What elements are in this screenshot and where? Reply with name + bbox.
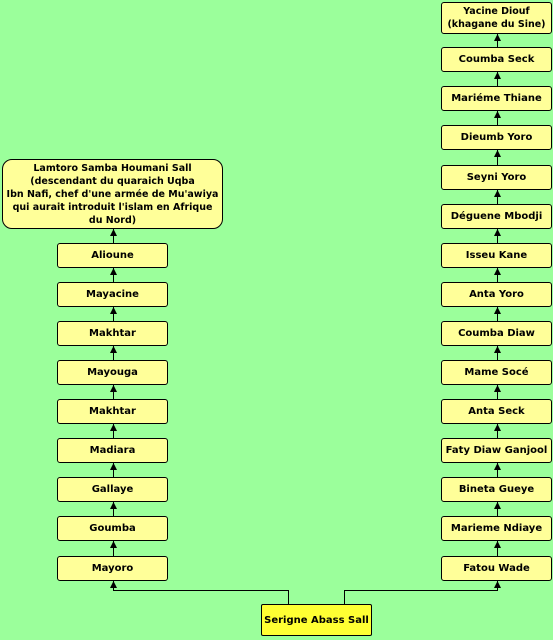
arrowhead: [110, 541, 117, 548]
arrowhead: [110, 268, 117, 275]
right-node[interactable]: Marieme Ndiaye: [441, 516, 552, 541]
left-node[interactable]: Mayoro: [57, 556, 168, 581]
right-node[interactable]: Mame Socé: [441, 360, 552, 385]
left-node[interactable]: Goumba: [57, 516, 168, 541]
left-node[interactable]: Alioune: [57, 243, 168, 268]
right-node[interactable]: Anta Seck: [441, 399, 552, 424]
left-node[interactable]: Gallaye: [57, 477, 168, 502]
arrowhead: [110, 581, 117, 588]
right-node[interactable]: Coumba Seck: [441, 47, 552, 72]
arrowhead: [494, 72, 501, 79]
arrowhead: [494, 463, 501, 470]
arrowhead: [494, 229, 501, 236]
arrowhead: [494, 307, 501, 314]
arrowhead: [110, 307, 117, 314]
arrowhead: [494, 268, 501, 275]
right-node[interactable]: Dieumb Yoro: [441, 125, 552, 150]
right-node[interactable]: Mariéme Thiane: [441, 86, 552, 111]
root-left-connector: [113, 581, 289, 604]
left-node[interactable]: Makhtar: [57, 321, 168, 346]
arrowhead: [110, 385, 117, 392]
left-node[interactable]: Madiara: [57, 438, 168, 463]
right-node[interactable]: Anta Yoro: [441, 282, 552, 307]
root-right-connector: [344, 581, 498, 604]
right-node[interactable]: Isseu Kane: [441, 243, 552, 268]
arrowhead: [494, 111, 501, 118]
right-node[interactable]: Bineta Gueye: [441, 477, 552, 502]
arrowhead: [494, 541, 501, 548]
right-node[interactable]: Seyni Yoro: [441, 165, 552, 190]
left-node[interactable]: Mayouga: [57, 360, 168, 385]
arrowhead: [110, 502, 117, 509]
arrowhead: [494, 150, 501, 157]
right-node[interactable]: Fatou Wade: [441, 556, 552, 581]
left-ancestor-node[interactable]: Lamtoro Samba Houmani Sall (descendant d…: [2, 159, 223, 229]
arrowhead: [110, 346, 117, 353]
arrowhead: [110, 424, 117, 431]
arrowhead: [494, 581, 501, 588]
left-node[interactable]: Mayacine: [57, 282, 168, 307]
arrowhead: [494, 34, 501, 41]
arrowhead: [494, 385, 501, 392]
arrowhead: [494, 502, 501, 509]
left-node[interactable]: Makhtar: [57, 399, 168, 424]
arrowhead: [110, 229, 117, 236]
arrowhead: [110, 463, 117, 470]
right-ancestor-node[interactable]: Yacine Diouf (khagane du Sine): [441, 2, 552, 34]
right-node[interactable]: Coumba Diaw: [441, 321, 552, 346]
right-node[interactable]: Déguene Mbodji: [441, 204, 552, 229]
right-node[interactable]: Faty Diaw Ganjool: [441, 438, 552, 463]
root-node[interactable]: Serigne Abass Sall: [261, 604, 372, 636]
arrowhead: [494, 346, 501, 353]
arrowhead: [494, 190, 501, 197]
arrowhead: [494, 424, 501, 431]
